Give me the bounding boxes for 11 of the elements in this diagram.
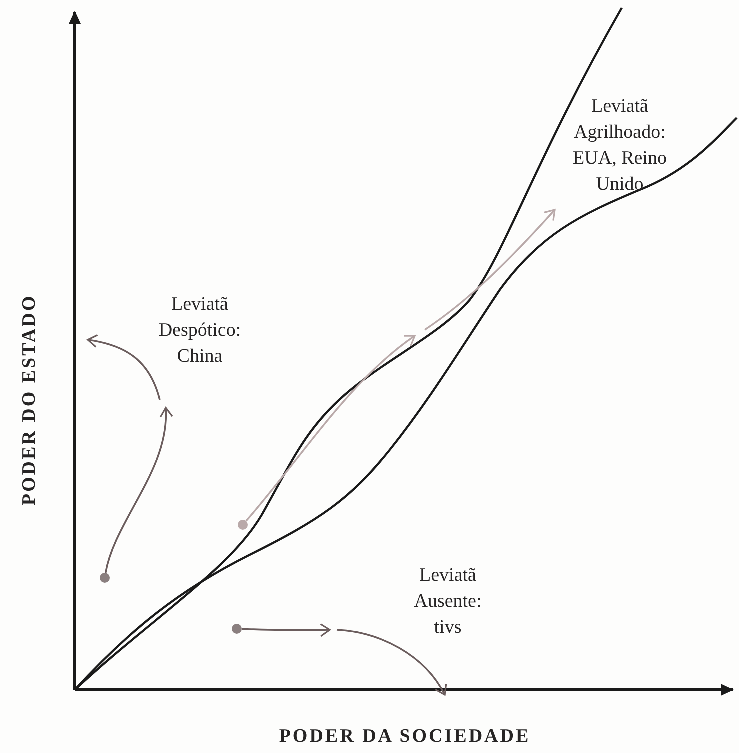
region-label: Leviatã Agrilhoado: EUA, Reino Unido <box>572 95 668 197</box>
region-label: Leviatã Ausente: tivs <box>413 564 483 640</box>
region-label: Leviatã Despótico: China <box>158 293 242 369</box>
arrow <box>104 407 173 574</box>
arrow <box>246 335 416 522</box>
axis-title: PODER DA SOCIEDADE <box>279 726 531 748</box>
start-dot <box>100 573 110 583</box>
start-dot <box>238 520 248 530</box>
arrow <box>242 623 331 638</box>
start-dot <box>232 624 242 634</box>
axis-title: PODER DO ESTADO <box>19 294 41 506</box>
